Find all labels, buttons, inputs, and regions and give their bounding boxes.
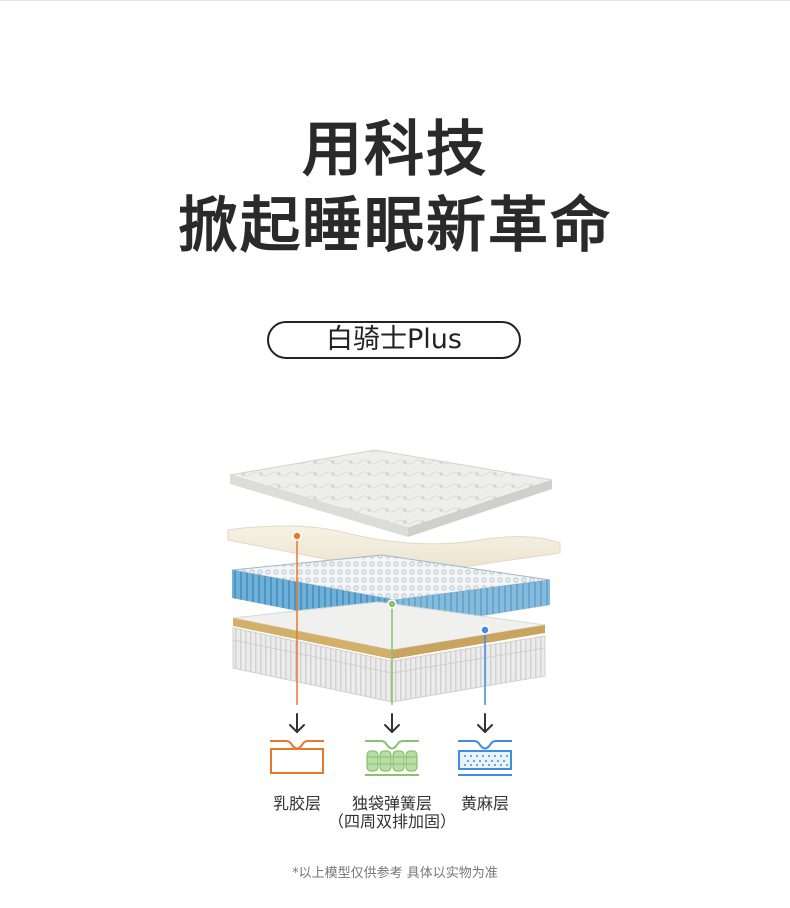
- jute-leader-line: [480, 625, 490, 705]
- headline-line-1: 用科技: [302, 115, 488, 185]
- top-divider: [0, 0, 790, 1]
- disclaimer-note: *以上模型仅供参考 具体以实物为准: [292, 866, 498, 881]
- latex-layer-label: 乳胶层: [272, 794, 321, 813]
- down-arrow-icon: [384, 713, 400, 733]
- latex-leader-line: [292, 531, 302, 705]
- pocket-spring-icon: [365, 740, 419, 776]
- down-arrow-icon: [289, 713, 305, 733]
- jute-layer: [232, 601, 546, 659]
- latex-layer-icon: [270, 740, 324, 774]
- jute-layer-label: 黄麻层: [460, 794, 509, 813]
- spring-leader-line: [387, 599, 397, 705]
- pocket-spring-layer-sublabel: （四周双排加固）: [327, 812, 456, 831]
- headline-line-2: 掀起睡眠新革命: [178, 191, 612, 261]
- product-name-badge: 白骑士Plus: [267, 321, 521, 359]
- pocket-spring-layer-label: 独袋弹簧层: [351, 794, 432, 813]
- quilted-top-pad: [229, 449, 553, 537]
- down-arrow-icon: [477, 713, 493, 733]
- jute-layer-icon: [458, 740, 512, 776]
